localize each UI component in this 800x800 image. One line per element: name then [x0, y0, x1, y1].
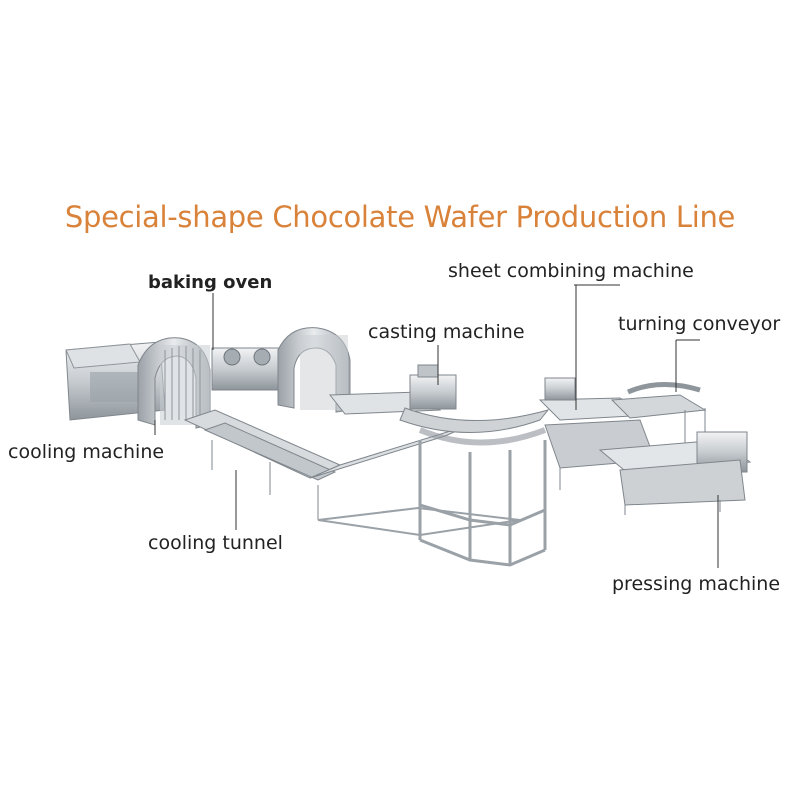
label-baking-oven: baking oven — [148, 272, 272, 293]
label-pressing-machine: pressing machine — [612, 573, 780, 595]
label-sheet-combining-machine: sheet combining machine — [448, 260, 694, 282]
label-turning-conveyor: turning conveyor — [618, 313, 780, 335]
label-casting-machine: casting machine — [368, 321, 525, 343]
label-cooling-tunnel: cooling tunnel — [148, 532, 283, 554]
casting-machine-unit — [330, 365, 548, 443]
baking-oven-unit — [138, 328, 350, 428]
support-frame — [420, 440, 545, 565]
label-cooling-machine: cooling machine — [8, 441, 164, 463]
